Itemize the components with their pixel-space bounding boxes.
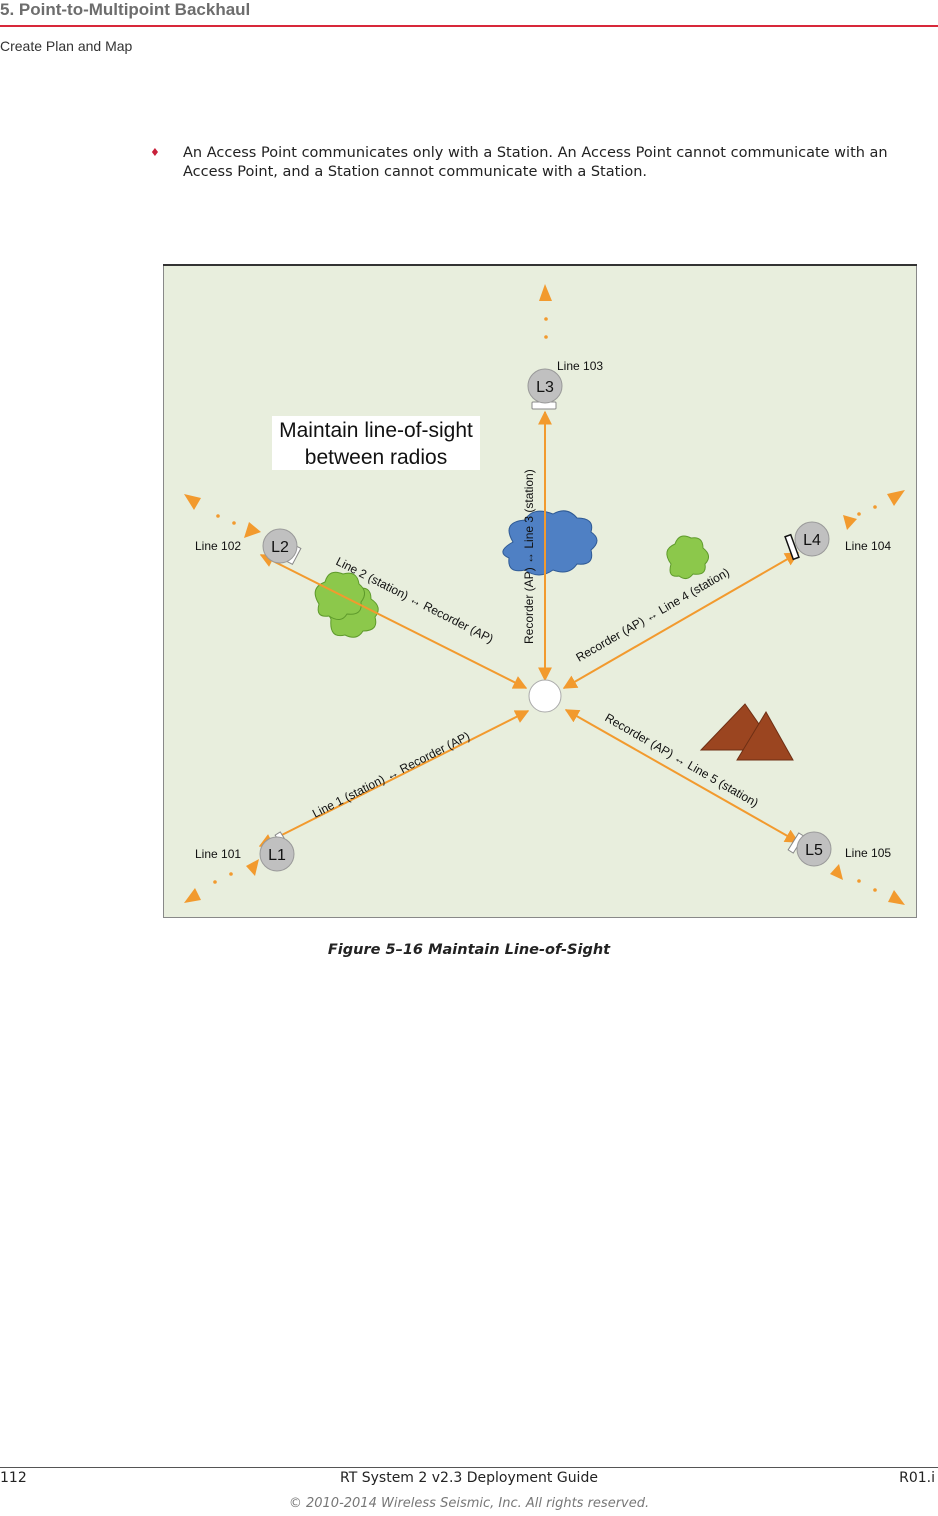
node-id: L1 xyxy=(268,847,286,864)
node-id: L5 xyxy=(805,842,823,859)
recorder-node xyxy=(528,679,562,713)
callout-box xyxy=(272,416,480,470)
bullet-paragraph: An Access Point communicates only with a… xyxy=(183,145,888,180)
node-id: L3 xyxy=(536,379,554,396)
footer-rule xyxy=(0,1467,938,1468)
line-node-L5: L5 Line 105 xyxy=(796,831,891,867)
chapter-title: 5. Point-to-Multipoint Backhaul xyxy=(0,0,251,19)
node-id: L4 xyxy=(803,532,821,549)
line-node-L4: L4 Line 104 xyxy=(794,521,891,557)
callout-line-1: Maintain line-of-sight xyxy=(279,419,473,442)
page-number: 112 xyxy=(0,1470,27,1486)
copyright: © 2010-2014 Wireless Seismic, Inc. All r… xyxy=(288,1496,650,1511)
node-line-label: Line 105 xyxy=(845,846,891,860)
line-node-L2: L2 Line 102 xyxy=(195,528,298,564)
figure-caption: Figure 5–16 Maintain Line-of-Sight xyxy=(327,942,611,958)
link-label-3: Recorder (AP) ↔ Line 3 (station) xyxy=(522,469,536,644)
node-line-label: Line 104 xyxy=(845,539,891,553)
revision: R01.i xyxy=(899,1470,935,1486)
doc-title: RT System 2 v2.3 Deployment Guide xyxy=(340,1470,598,1486)
extension-arrows xyxy=(184,284,905,905)
bullet-diamond-icon: ♦ xyxy=(150,146,160,159)
node-line-label: Line 102 xyxy=(195,539,241,553)
node-id: L2 xyxy=(271,539,289,556)
section-title: Create Plan and Map xyxy=(0,38,133,54)
callout-line-2: between radios xyxy=(305,446,447,469)
line-of-sight-figure: L3 Line 103 L2 Line 102 L4 Line 104 L1 L… xyxy=(163,264,917,918)
line-node-L1: L1 Line 101 xyxy=(195,836,295,872)
figure-background xyxy=(163,264,917,918)
node-line-label: Line 103 xyxy=(557,359,603,373)
link-lines xyxy=(258,410,800,847)
header-rule xyxy=(0,25,938,27)
node-line-label: Line 101 xyxy=(195,847,241,861)
line-node-L3: L3 Line 103 xyxy=(527,359,603,404)
